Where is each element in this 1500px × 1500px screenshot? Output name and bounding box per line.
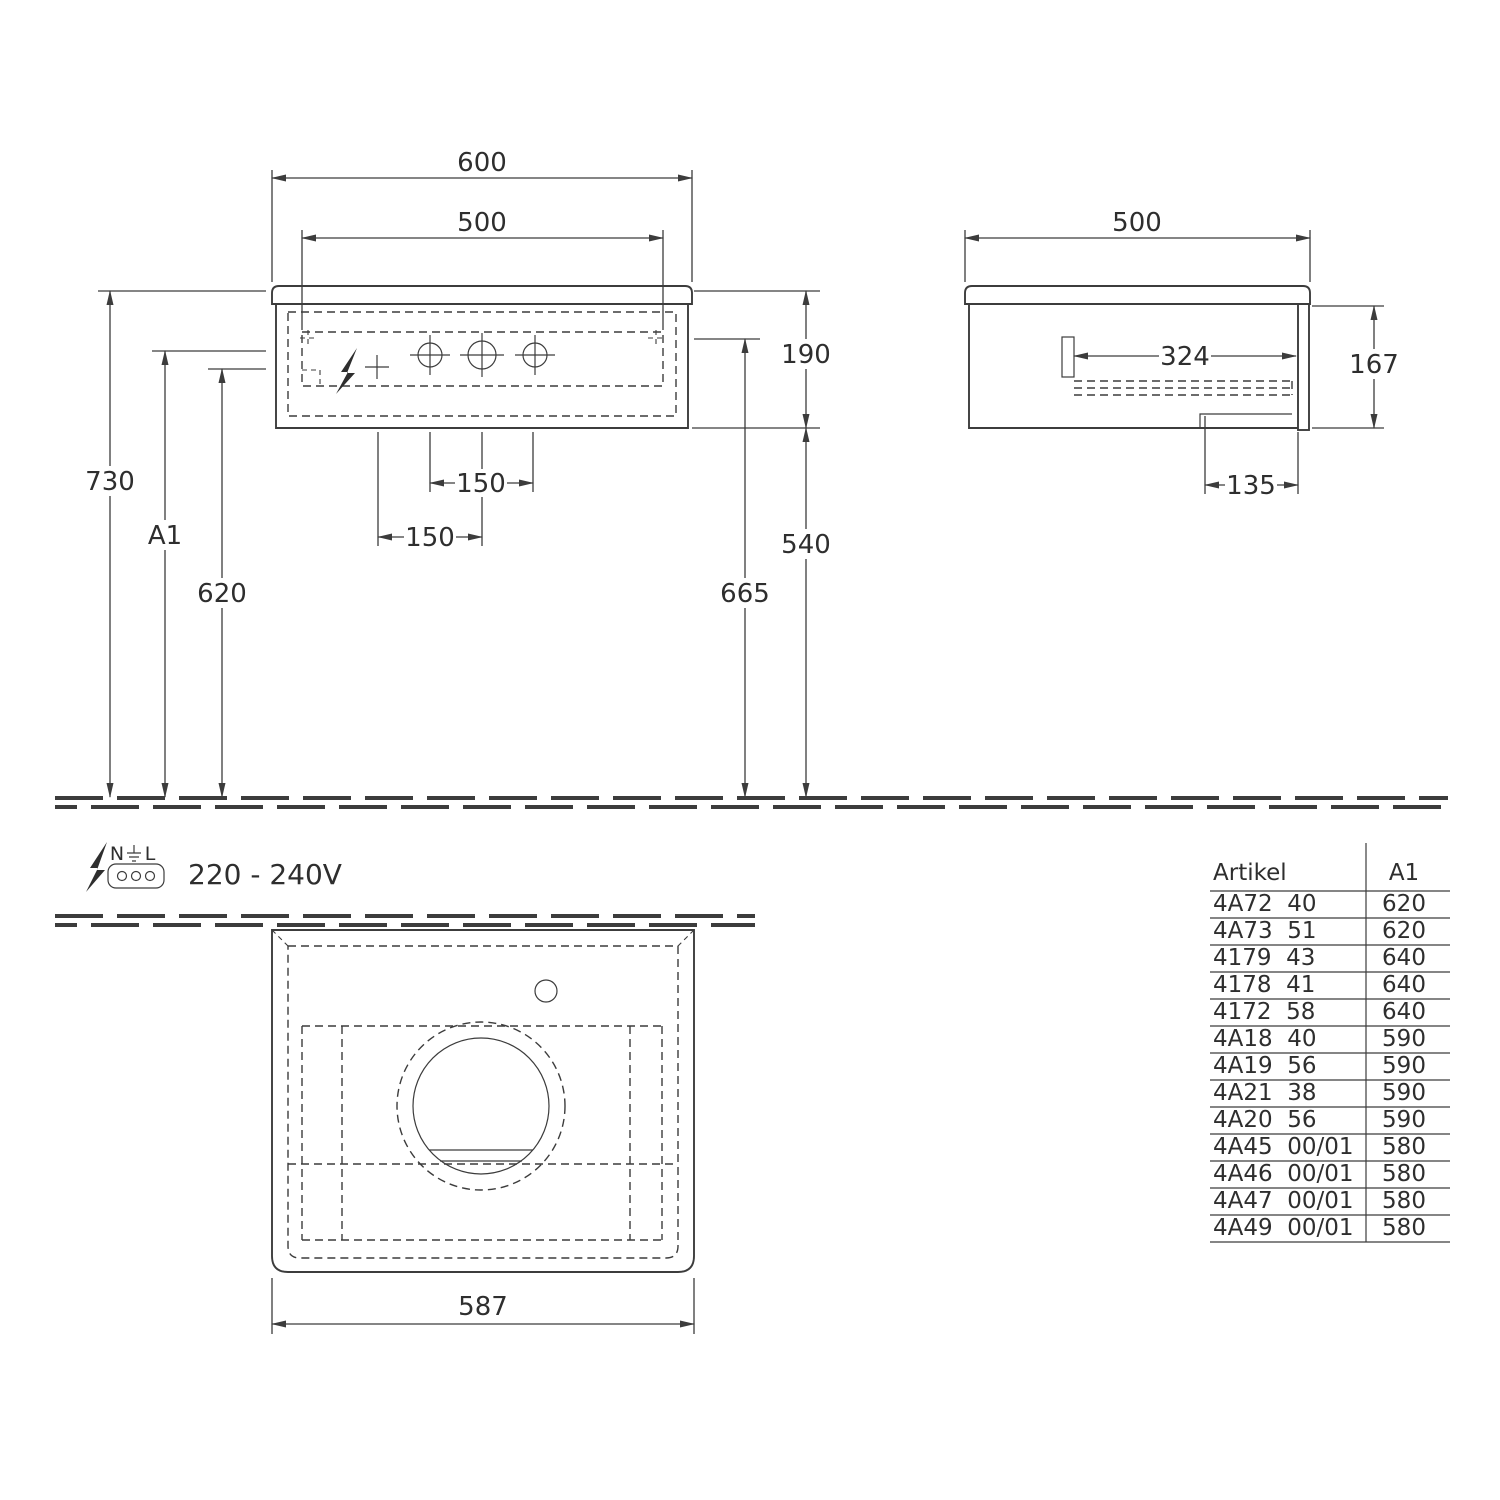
- dim-600-label: 600: [457, 148, 507, 178]
- table-row-a1: 580: [1382, 1188, 1426, 1214]
- voltage-bolt-icon: [86, 842, 107, 892]
- front-cabinet-body: [275, 304, 689, 429]
- wall-hatch-lower: [55, 914, 755, 927]
- table-row-artikel: 4A47 00/01: [1213, 1188, 1354, 1214]
- dim-a1-label: A1: [148, 521, 182, 551]
- table-header-a1: A1: [1389, 860, 1419, 886]
- front-extension-lines: [98, 170, 820, 546]
- lightning-bolt-icon: [336, 348, 357, 394]
- table-row-artikel: 4A73 51: [1213, 918, 1317, 944]
- side-siphon-notch: [1199, 413, 1292, 428]
- table-row-artikel: 4179 43: [1213, 945, 1315, 971]
- dim-190-label: 190: [781, 340, 831, 370]
- table-row-artikel: 4172 58: [1213, 999, 1315, 1025]
- side-view: 500 324 167 135: [964, 208, 1399, 501]
- dim-587-label: 587: [458, 1292, 508, 1322]
- dim-135-label: 135: [1226, 471, 1276, 501]
- voltage-label: 220 - 240V: [188, 858, 342, 891]
- table-row-a1: 590: [1382, 1107, 1426, 1133]
- table-rows: 4A72 40 620 4A73 51 620 4179 43 640 4178…: [1213, 891, 1426, 1241]
- plan-corner-cuts: [271, 929, 695, 949]
- socket-icon: [107, 863, 165, 889]
- tap-center-mark: [365, 355, 389, 379]
- table-row-a1: 580: [1382, 1215, 1426, 1241]
- table-header-artikel: Artikel: [1213, 860, 1287, 886]
- table-row-a1: 590: [1382, 1026, 1426, 1052]
- plan-view: 587: [271, 929, 695, 1334]
- table-row-a1: 620: [1382, 918, 1426, 944]
- table-row-a1: 590: [1382, 1053, 1426, 1079]
- side-countertop: [964, 285, 1311, 305]
- plan-deck-dashed: [288, 1025, 678, 1241]
- table-row-artikel: 4A18 40: [1213, 1026, 1317, 1052]
- line-label: L: [145, 843, 156, 865]
- plan-tap-hole: [534, 979, 558, 1003]
- side-extension-lines: [964, 230, 1384, 494]
- table-row-a1: 640: [1382, 999, 1426, 1025]
- plan-outline: [271, 929, 695, 1273]
- table-row-a1: 580: [1382, 1134, 1426, 1160]
- table-row-artikel: 4A72 40: [1213, 891, 1317, 917]
- dim-665-label: 665: [720, 579, 770, 609]
- dim-500-front-label: 500: [457, 208, 507, 238]
- front-deck-step: [302, 369, 321, 386]
- dim-620-label: 620: [197, 579, 247, 609]
- table-row-artikel: 4A49 00/01: [1213, 1215, 1354, 1241]
- side-drawer-dashed: [1074, 380, 1293, 396]
- dim-500-side-label: 500: [1112, 208, 1162, 238]
- table-row-artikel: 4A21 38: [1213, 1080, 1317, 1106]
- table-row-artikel: 4A46 00/01: [1213, 1161, 1354, 1187]
- earth-icon: [127, 845, 141, 862]
- side-bracket: [1061, 336, 1075, 378]
- table-row-artikel: 4A45 00/01: [1213, 1134, 1354, 1160]
- side-front-panel: [1297, 303, 1310, 431]
- dim-150-left-label: 150: [405, 523, 455, 553]
- side-body: [968, 304, 1298, 429]
- table-row-lines: [1210, 890, 1450, 1243]
- wall-hatch-upper: [55, 796, 1448, 809]
- front-countertop: [271, 285, 693, 305]
- dim-324-label: 324: [1160, 342, 1210, 372]
- table-row-a1: 640: [1382, 945, 1426, 971]
- tap-holes: [365, 333, 555, 379]
- table-row-artikel: 4178 41: [1213, 972, 1315, 998]
- table-row-a1: 580: [1382, 1161, 1426, 1187]
- plan-basin: [396, 1021, 566, 1191]
- dim-150-right-label: 150: [456, 469, 506, 499]
- article-table: Artikel A1 4A72 40 620 4A73 51 620 4179 …: [1210, 843, 1450, 1243]
- table-row-artikel: 4A19 56: [1213, 1053, 1317, 1079]
- table-row-a1: 640: [1382, 972, 1426, 998]
- table-row-a1: 620: [1382, 891, 1426, 917]
- electrical-symbol: N L 220 - 240V: [86, 842, 342, 892]
- dim-167-label: 167: [1349, 350, 1399, 380]
- table-row-a1: 590: [1382, 1080, 1426, 1106]
- plan-inner-dashed: [287, 945, 679, 1259]
- dim-540-label: 540: [781, 530, 831, 560]
- neutral-label: N: [110, 843, 124, 865]
- dim-730-label: 730: [85, 467, 135, 497]
- front-view: 600 500 730 A1 620 665 190 540 150 150: [85, 148, 831, 798]
- table-row-artikel: 4A20 56: [1213, 1107, 1317, 1133]
